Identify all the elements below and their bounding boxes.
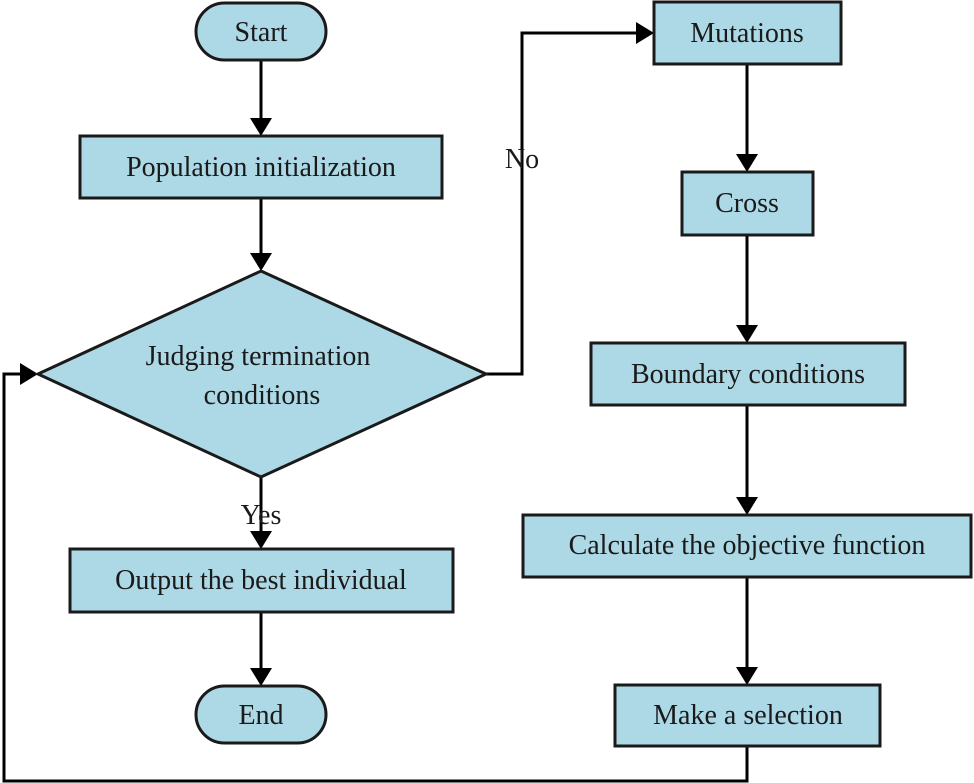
node-mutations: Mutations bbox=[652, 0, 843, 66]
start-label: Start bbox=[235, 17, 288, 48]
edge-label-yes: Yes bbox=[241, 500, 282, 531]
population-init-label: Population initialization bbox=[126, 152, 396, 183]
arrowhead-objective bbox=[736, 497, 758, 515]
node-end: End bbox=[194, 684, 328, 745]
mutations-label: Mutations bbox=[690, 18, 804, 49]
arrowhead-population bbox=[250, 118, 272, 136]
node-objective-function: Calculate the objective function bbox=[521, 513, 973, 579]
node-population-initialization: Population initialization bbox=[78, 134, 444, 200]
judging-label-line1: Judging termination bbox=[146, 341, 371, 372]
output-best-box bbox=[68, 547, 455, 614]
output-best-label: Output the best individual bbox=[115, 565, 407, 596]
judging-label-line2: conditions bbox=[204, 380, 321, 411]
end-label: End bbox=[238, 700, 283, 731]
edge-selection-loop-back bbox=[2, 372, 749, 783]
end-terminal-shape bbox=[194, 684, 328, 745]
cross-label: Cross bbox=[715, 188, 779, 219]
arrowhead-output bbox=[250, 531, 272, 549]
edge-judging-to-mutations bbox=[486, 31, 640, 376]
start-terminal-shape bbox=[194, 1, 328, 62]
judging-decision-diamond bbox=[34, 269, 490, 479]
arrowhead-judging-left bbox=[20, 363, 38, 385]
cross-box bbox=[680, 170, 815, 237]
node-boundary-conditions: Boundary conditions bbox=[589, 341, 907, 407]
edge-label-no: No bbox=[505, 144, 539, 175]
population-init-box bbox=[78, 134, 444, 200]
node-cross: Cross bbox=[680, 170, 815, 237]
node-start: Start bbox=[194, 1, 328, 62]
arrowhead-end bbox=[250, 668, 272, 686]
mutations-box bbox=[652, 0, 843, 66]
objective-box bbox=[521, 513, 973, 579]
boundary-label: Boundary conditions bbox=[631, 359, 865, 390]
node-output-best: Output the best individual bbox=[68, 547, 455, 614]
arrowhead-judging-top bbox=[250, 253, 272, 271]
node-judging-termination: Judging termination conditions bbox=[34, 269, 490, 479]
arrowhead-selection bbox=[736, 667, 758, 685]
node-make-selection: Make a selection bbox=[613, 683, 882, 748]
selection-box bbox=[613, 683, 882, 748]
arrowhead-cross bbox=[736, 154, 758, 172]
objective-label: Calculate the objective function bbox=[569, 530, 926, 561]
arrowhead-mutations bbox=[636, 22, 654, 44]
edges bbox=[2, 22, 758, 783]
selection-label: Make a selection bbox=[653, 700, 843, 731]
arrowhead-boundary bbox=[736, 325, 758, 343]
boundary-box bbox=[589, 341, 907, 407]
